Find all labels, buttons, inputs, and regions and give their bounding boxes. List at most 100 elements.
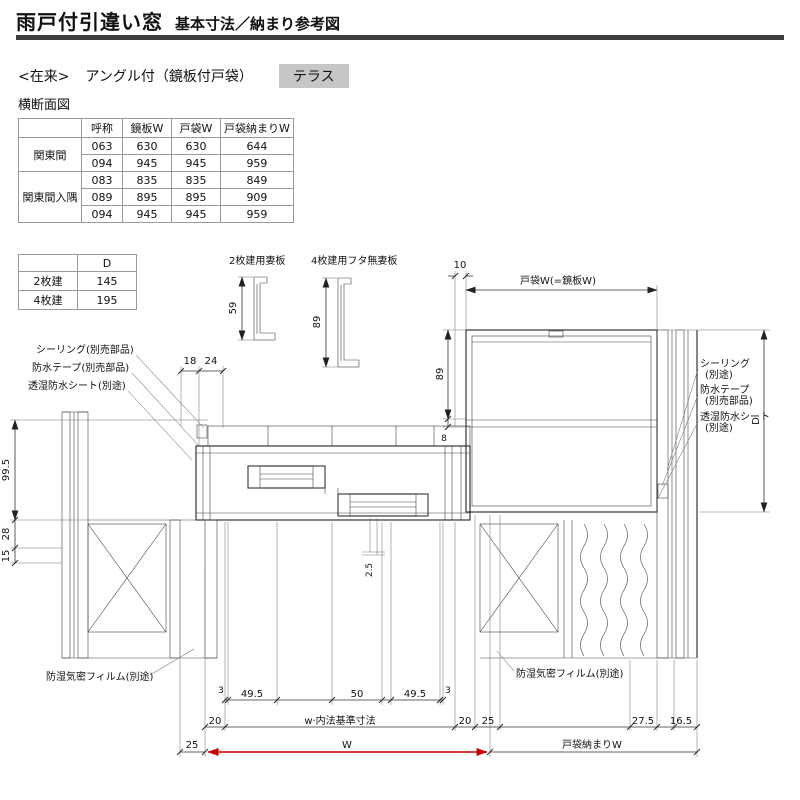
bottom-dimensions: 3 49.5 50 49.5 3 20 w·内法基準寸法 20 25 27.5 … (176, 515, 701, 757)
sealant-bead-right (657, 483, 669, 499)
col-header: 戸袋納まりW (220, 118, 294, 138)
cell: 945 (122, 154, 172, 172)
cell: 195 (77, 290, 137, 310)
right-wall-section (479, 329, 698, 659)
spec-label: アングル付（鏡板付戸袋） (85, 69, 253, 85)
four-panel-end-plate-label: 4枚建用フタ無妻板 (311, 254, 397, 267)
left-wall-section (61, 411, 218, 659)
page-title: 雨戸付引違い窓 (16, 10, 163, 34)
table-row: 関東間 063 630 630 644 (18, 137, 294, 172)
construction-style-label: <在来> (18, 69, 70, 85)
depth-dimension: D (660, 329, 770, 513)
cell: 945 (171, 154, 221, 172)
page-header: 雨戸付引違い窓 基本寸法／納まり参考図 (16, 6, 340, 35)
cell: 945 (171, 205, 221, 223)
right-callouts: シーリング (別途) 防水テープ (別売部品) 透湿防水シート (別途) (656, 357, 770, 501)
cell: 644 (220, 137, 294, 155)
terrace-badge: テラス (278, 64, 349, 88)
table-row: 094 945 945 959 (19, 154, 294, 172)
row-group-label: 関東間入隅 (18, 171, 82, 223)
dim-2-5: 2.5 (365, 563, 375, 577)
dim-tobukuro-w: 戸袋W(=鏡板W) (520, 274, 596, 287)
dim-27-5: 27.5 (632, 716, 654, 727)
sealing-right-note: (別途) (705, 368, 733, 381)
sheet-right-note: (別途) (705, 421, 733, 434)
cell: 895 (171, 188, 221, 206)
sealing-left-label: シーリング(別売部品) (36, 343, 134, 356)
cell: 835 (122, 171, 172, 189)
cell: 083 (81, 171, 123, 189)
size-table-header-row: 呼称 鏡板W 戸袋W 戸袋納まりW (18, 118, 294, 138)
insulation-block-left (87, 523, 167, 633)
end-plate-profiles: 2枚建用妻板 4枚建用フタ無妻板 59 89 (228, 254, 397, 368)
tape-left-label: 防水テープ(別売部品) (32, 361, 129, 374)
dim-tobukuro-osamari: 戸袋納まりW (562, 738, 622, 751)
table-row: 2枚建 145 (18, 271, 137, 291)
dim-naiho: w·内法基準寸法 (304, 714, 375, 727)
cell: 895 (122, 188, 172, 206)
sealant-bead-left (196, 424, 208, 439)
frame-outline (195, 445, 471, 521)
window-frame-section (195, 424, 669, 521)
dim-W: W (342, 740, 352, 751)
dim-D: D (751, 417, 762, 425)
insulation-block-right (479, 523, 559, 633)
dim-99-5: 99.5 (1, 459, 12, 481)
depth-table: D 2枚建 145 4枚建 195 (18, 254, 137, 310)
cell: 630 (122, 137, 172, 155)
tape-right-label: 防水テープ (700, 383, 749, 396)
tape-right-note: (別売部品) (705, 394, 753, 407)
top-dimensions: 10 戸袋W(=鏡板W) (448, 260, 658, 426)
table-row: 4枚建 195 (18, 290, 137, 310)
shutter-box-outline (465, 329, 658, 513)
cell: 089 (81, 188, 123, 206)
dim-25-right: 25 (482, 716, 495, 727)
film-left-label: 防湿気密フィルム(別途) (46, 670, 154, 683)
section-label: 横断面図 (18, 98, 71, 113)
dim-49-5-left: 49.5 (241, 689, 263, 700)
dim-89: 89 (435, 368, 446, 381)
dim-24: 24 (205, 356, 218, 367)
col-header: 鏡板W (122, 118, 172, 138)
batt-insulation (580, 523, 588, 657)
dim-28: 28 (1, 528, 12, 541)
dim-3-right: 3 (445, 686, 451, 696)
rail-dimension: 2.5 (362, 518, 385, 577)
sheet-right-label: 透湿防水シート (700, 410, 770, 423)
dim-49-5-right: 49.5 (404, 689, 426, 700)
two-panel-end-plate-label: 2枚建用妻板 (229, 254, 285, 267)
dim-59: 59 (228, 302, 239, 315)
shutter-box (465, 329, 658, 513)
jamb-dimensions: 18 24 (177, 356, 227, 446)
frame-trim-band (207, 425, 471, 447)
sealing-right-label: シーリング (700, 357, 750, 370)
dim-16-5: 16.5 (670, 716, 692, 727)
cell: 959 (220, 205, 294, 223)
dim-89-profile: 89 (312, 316, 323, 329)
dim-3-left: 3 (218, 686, 224, 696)
dim-50: 50 (351, 689, 364, 700)
depth-table-header-row: D (18, 254, 137, 272)
dim-20-right: 20 (459, 716, 472, 727)
dim-20-left: 20 (209, 716, 222, 727)
table-row: 089 895 895 909 (19, 188, 294, 206)
title-underline-bar (16, 35, 784, 40)
dim-8: 8 (441, 434, 447, 444)
cell: 145 (77, 271, 137, 291)
left-vertical-dimensions: 99.5 28 15 (1, 419, 208, 567)
page-subtitle: 基本寸法／納まり参考図 (175, 15, 341, 33)
dim-10: 10 (454, 260, 467, 271)
dim-25-left: 25 (186, 740, 199, 751)
size-table: 呼称 鏡板W 戸袋W 戸袋納まりW 関東間 063 630 630 644 09… (18, 118, 294, 223)
col-header: 戸袋W (171, 118, 221, 138)
table-row: 094 945 945 959 (19, 205, 294, 223)
row-group-label: 関東間 (18, 137, 82, 172)
cell: 630 (171, 137, 221, 155)
cell: 959 (220, 154, 294, 172)
box-dimensions: 89 8 (435, 329, 465, 444)
cell: 063 (81, 137, 123, 155)
dim-18: 18 (184, 356, 197, 367)
film-callouts: 防湿気密フィルム(別途) 防湿気密フィルム(別途) (46, 648, 624, 683)
sheet-left-label: 透湿防水シート(別途) (28, 379, 126, 392)
